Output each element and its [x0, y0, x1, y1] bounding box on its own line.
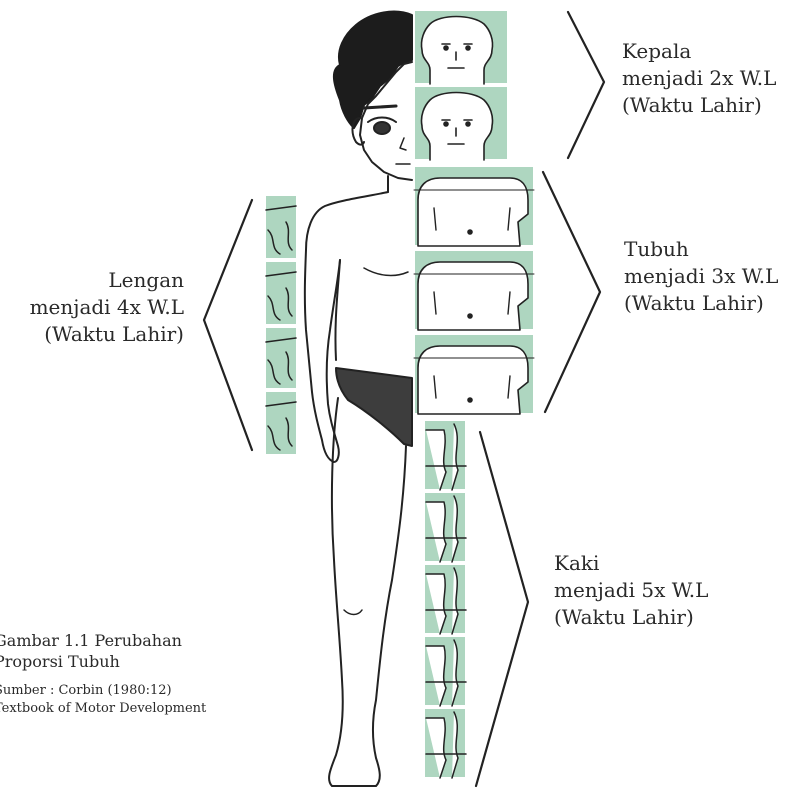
leg-label: Kaki menjadi 5x W.L (Waktu Lahir): [554, 550, 708, 631]
eye-pupil: [374, 122, 390, 134]
torso-sketch-1: [414, 178, 534, 246]
leg-label-line3: (Waktu Lahir): [554, 604, 708, 631]
torso-label-line3: (Waktu Lahir): [624, 290, 778, 317]
arm-label-line1: Lengan: [30, 267, 184, 294]
head-sketch-2: [421, 93, 492, 161]
torso-label: Tubuh menjadi 3x W.L (Waktu Lahir): [624, 236, 778, 317]
torso-sketch-3: [414, 346, 534, 414]
leg-label-line2: menjadi 5x W.L: [554, 577, 708, 604]
caption-source-line1: Sumber : Corbin (1980:12): [0, 682, 206, 700]
torso-panels: [414, 166, 534, 414]
caption-source-line2: Textbook of Motor Development: [0, 700, 206, 718]
caption-title-line2: Proporsi Tubuh: [0, 651, 206, 672]
head-label: Kepala menjadi 2x W.L (Waktu Lahir): [622, 38, 776, 119]
head-panels: [414, 10, 508, 160]
arm-label-line2: menjadi 4x W.L: [30, 294, 184, 321]
torso-sketch-2: [414, 262, 534, 330]
head-sketch-1: [421, 17, 492, 85]
head-label-line3: (Waktu Lahir): [622, 92, 776, 119]
eyebrow: [364, 106, 396, 108]
head-label-line2: menjadi 2x W.L: [622, 65, 776, 92]
leg: [329, 398, 406, 786]
figure-caption: Gambar 1.1 Perubahan Proporsi Tubuh Sumb…: [0, 630, 206, 718]
shorts: [336, 368, 412, 446]
leg-bracket: [476, 432, 528, 786]
torso-label-line1: Tubuh: [624, 236, 778, 263]
leg-label-line1: Kaki: [554, 550, 708, 577]
head-label-line1: Kepala: [622, 38, 776, 65]
knee-line: [344, 610, 362, 615]
chest-line: [364, 268, 408, 275]
caption-title-line1: Gambar 1.1 Perubahan: [0, 630, 206, 651]
arm-label-line3: (Waktu Lahir): [30, 321, 184, 348]
torso-bracket: [543, 172, 600, 412]
arm-bracket: [204, 200, 252, 450]
boy-figure: [305, 12, 412, 786]
arm-label: Lengan menjadi 4x W.L (Waktu Lahir): [30, 267, 184, 348]
torso-label-line2: menjadi 3x W.L: [624, 263, 778, 290]
arm-panels: [265, 195, 297, 455]
head-bracket: [568, 12, 604, 158]
caption-source: Sumber : Corbin (1980:12) Textbook of Mo…: [0, 682, 206, 718]
shoulder-arm: [305, 192, 388, 462]
leg-panels: [424, 420, 466, 778]
